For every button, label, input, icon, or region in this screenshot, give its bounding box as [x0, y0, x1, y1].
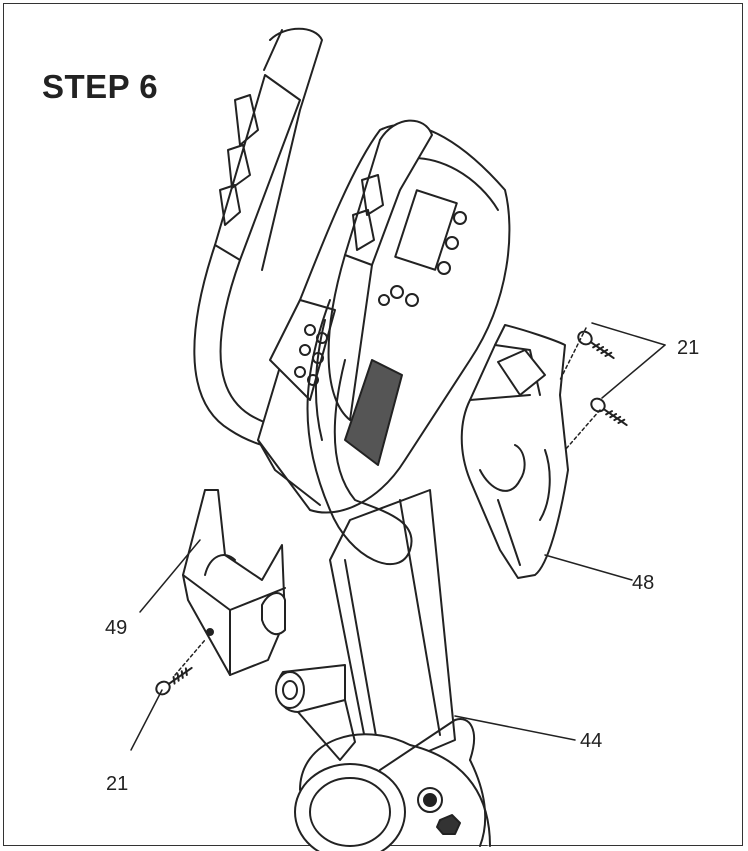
screw-bottom: [155, 666, 193, 696]
right-handlebar: [306, 119, 433, 566]
callout-44: 44: [580, 730, 603, 752]
base-assembly: [275, 664, 491, 851]
callout-49: 49: [105, 617, 128, 639]
upright-post: [329, 489, 456, 776]
front-cover-49: [182, 489, 286, 676]
callout-21-bottom: 21: [106, 773, 129, 795]
step-title: STEP 6: [42, 68, 159, 105]
left-handlebar: [193, 27, 326, 461]
callout-48: 48: [632, 572, 655, 594]
screw-top-1: [577, 330, 615, 360]
callout-21-top: 21: [677, 337, 700, 359]
console: [257, 123, 511, 514]
rear-cover-48: [460, 324, 569, 579]
leader-lines: [130, 322, 666, 751]
screw-top-2: [590, 397, 628, 427]
